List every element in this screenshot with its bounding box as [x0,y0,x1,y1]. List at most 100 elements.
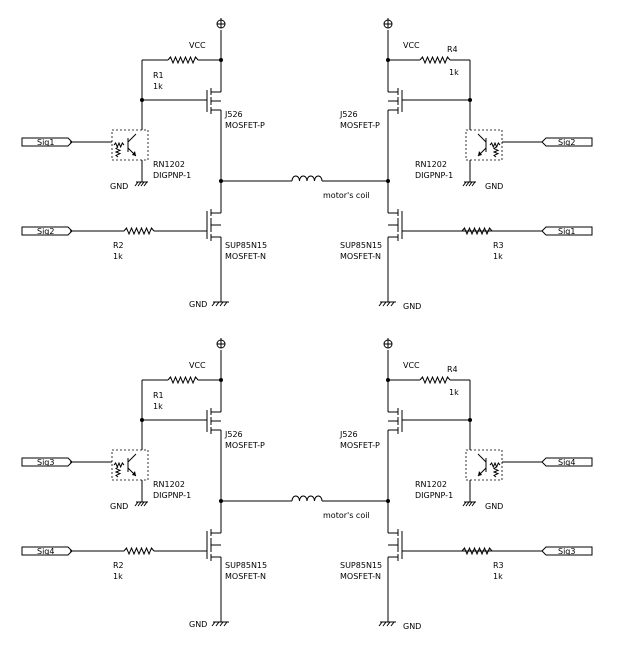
digital-pnp-right [465,129,503,161]
n-mosfet-left-part: SUP85N15 [225,241,267,250]
input-tag-bottom-left: Sig4 [21,546,73,556]
n-mosfet-right-part: SUP85N15 [340,241,382,250]
resistor-r-top-left [167,375,199,385]
vcc-label-left: VCC [189,41,206,50]
input-tag-bottom-left-label: Sig2 [37,227,54,236]
resistor-r-bottom-left [123,546,155,556]
r-top-left-value: 1k [153,82,163,91]
junction-dot [468,418,472,422]
gnd-pnp-right-label: GND [485,502,503,511]
ground-pnp-left [134,501,148,507]
r-bottom-left-name: R2 [113,241,124,250]
p-mosfet-right-type: MOSFET-P [340,441,380,450]
resistor-r-top-left [167,55,199,65]
p-mosfet-right [387,84,470,118]
resistor-r-bottom-right [461,546,493,556]
r-bottom-right-name: R3 [493,241,504,250]
ground-pnp-right [462,181,476,187]
junction-dot [468,98,472,102]
motor-coil-label: motor's coil [323,511,370,520]
input-tag-top-right: Sig2 [541,137,593,147]
vcc-label-right: VCC [403,361,420,370]
n-mosfet-right-type: MOSFET-N [340,572,381,581]
gnd-left-label: GND [189,300,207,309]
gnd-pnp-left-label: GND [110,182,128,191]
pnp-right-type: DIGPNP-1 [415,491,453,500]
r-top-right-value: 1k [449,388,459,397]
r-bottom-left-value: 1k [113,252,123,261]
vcc-symbol-left [216,338,226,349]
digital-pnp-left [111,129,149,161]
p-mosfet-left-part: J526 [224,110,243,119]
n-mosfet-right [387,205,462,245]
input-tag-top-left: Sig1 [21,137,73,147]
ground-pnp-left [134,181,148,187]
n-mosfet-left-part: SUP85N15 [225,561,267,570]
input-tag-top-left-label: Sig1 [37,138,54,147]
pnp-left-part: RN1202 [153,160,185,169]
input-tag-top-right-label: Sig2 [558,138,575,147]
n-mosfet-right-part: SUP85N15 [340,561,382,570]
motor-coil-label: motor's coil [323,191,370,200]
r-bottom-left-value: 1k [113,572,123,581]
vcc-symbol-right [383,18,393,29]
input-tag-bottom-right: Sig1 [541,226,593,236]
p-mosfet-left-type: MOSFET-P [225,121,265,130]
ground-right [378,621,396,627]
p-mosfet-left-part: J526 [224,430,243,439]
resistor-r-top-right [419,55,451,65]
pnp-left-type: DIGPNP-1 [153,491,191,500]
resistor-r-bottom-left [123,226,155,236]
r-top-right-name: R4 [447,365,458,374]
junction-dot [219,58,223,62]
pnp-right-type: DIGPNP-1 [415,171,453,180]
r-top-left-value: 1k [153,402,163,411]
r-bottom-right-value: 1k [493,572,503,581]
n-mosfet-right-type: MOSFET-N [340,252,381,261]
input-tag-bottom-right-label: Sig1 [558,227,575,236]
p-mosfet-left-type: MOSFET-P [225,441,265,450]
motor-coil [291,175,323,182]
pnp-left-part: RN1202 [153,480,185,489]
gnd-right-label: GND [403,622,421,631]
resistor-r-bottom-right [461,226,493,236]
input-tag-top-left-label: Sig3 [37,458,54,467]
vcc-label-left: VCC [189,361,206,370]
r-bottom-right-value: 1k [493,252,503,261]
n-mosfet-left-type: MOSFET-N [225,252,266,261]
r-bottom-left-name: R2 [113,561,124,570]
vcc-symbol-left [216,18,226,29]
gnd-pnp-left-label: GND [110,502,128,511]
junction-dot [386,58,390,62]
ground-right [378,301,396,307]
junction-dot [140,98,144,102]
r-bottom-right-name: R3 [493,561,504,570]
pnp-left-type: DIGPNP-1 [153,171,191,180]
digital-pnp-right [465,449,503,481]
gnd-right-label: GND [403,302,421,311]
gnd-left-label: GND [189,620,207,629]
p-mosfet-right-type: MOSFET-P [340,121,380,130]
n-mosfet-left-type: MOSFET-N [225,572,266,581]
n-mosfet-right [387,525,462,565]
p-mosfet-right-part: J526 [339,110,358,119]
input-tag-bottom-right: Sig3 [541,546,593,556]
resistor-r-top-right [419,375,451,385]
r-top-left-name: R1 [153,391,164,400]
motor-coil [291,495,323,502]
input-tag-top-right: Sig4 [541,457,593,467]
input-tag-bottom-right-label: Sig3 [558,547,575,556]
p-mosfet-left [142,84,222,118]
p-mosfet-right [387,404,470,438]
n-mosfet-left [154,205,222,245]
r-top-right-value: 1k [449,68,459,77]
r-top-left-name: R1 [153,71,164,80]
junction-dot [219,378,223,382]
digital-pnp-left [111,449,149,481]
n-mosfet-left [154,525,222,565]
input-tag-top-left: Sig3 [21,457,73,467]
vcc-symbol-right [383,338,393,349]
input-tag-bottom-left-label: Sig4 [37,547,54,556]
